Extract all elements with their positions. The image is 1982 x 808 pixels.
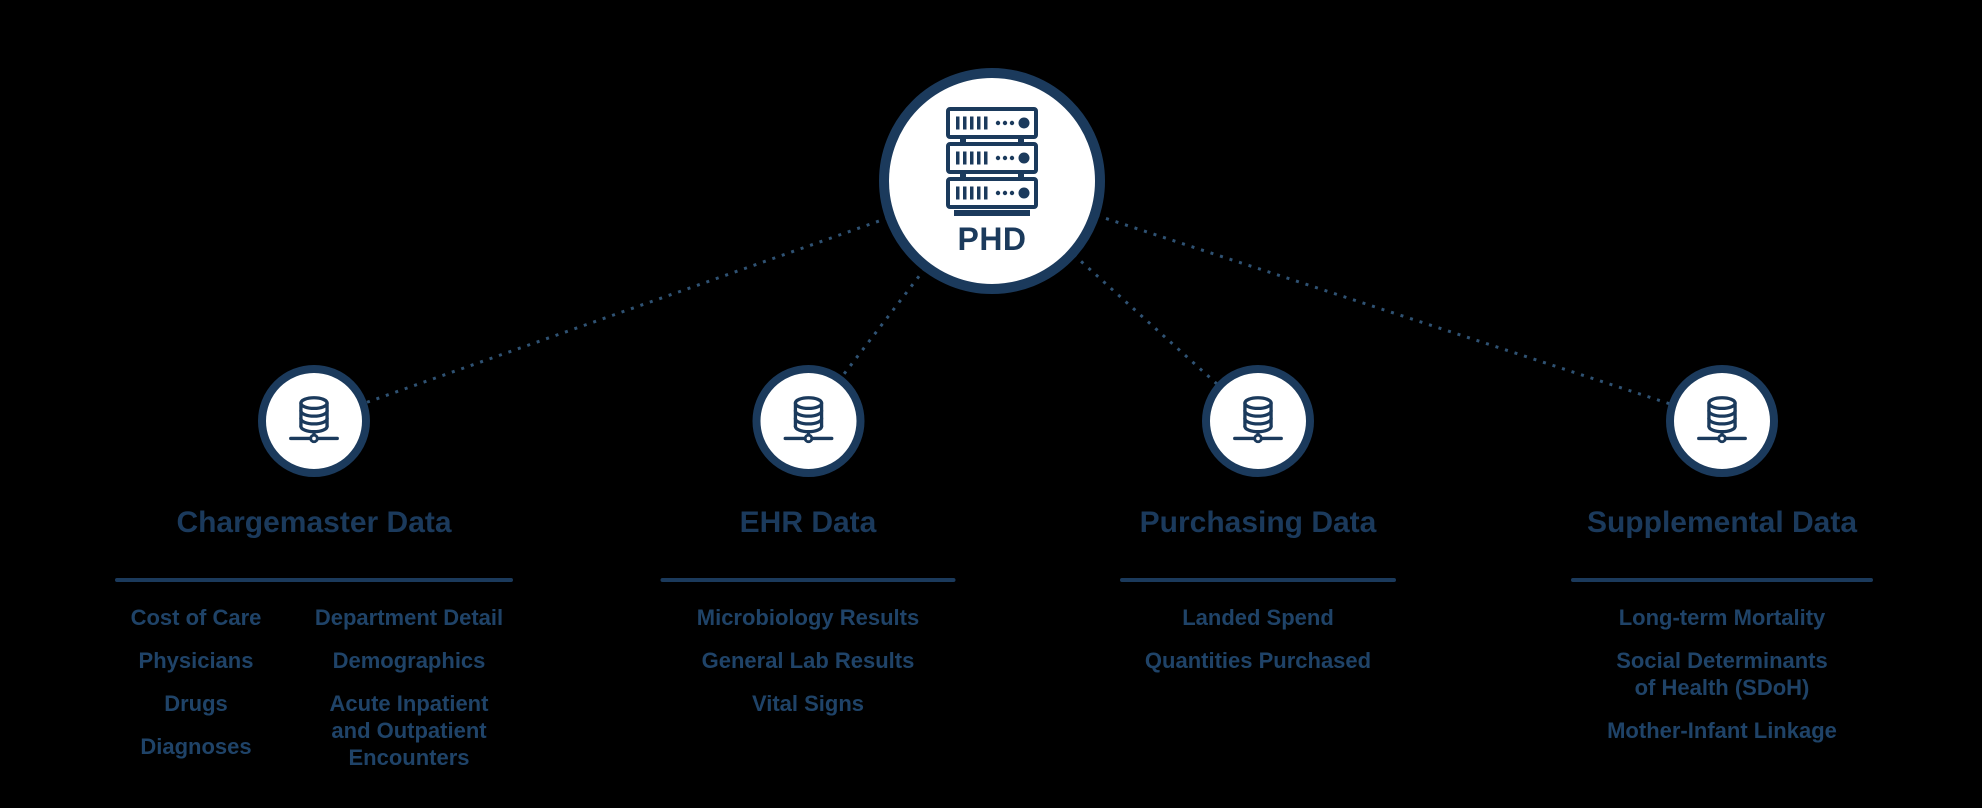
title-underline — [660, 577, 956, 582]
database-icon — [1233, 396, 1283, 444]
root-node-label: PHD — [957, 220, 1027, 257]
category-title: Purchasing Data — [1139, 506, 1377, 539]
list-item: Vital Signs — [751, 690, 865, 716]
list-item: Microbiology Results — [696, 604, 920, 630]
ehr-node-circle — [752, 365, 864, 477]
list-item: General Lab Results — [701, 647, 915, 673]
purchasing-node-circle — [1202, 365, 1314, 477]
list-item: Acute Inpatient and Outpatient Encounter… — [329, 690, 489, 770]
list-item: Social Determinants of Health (SDoH) — [1616, 647, 1828, 700]
list-item: Mother-Infant Linkage — [1607, 717, 1837, 743]
list-item: Cost of Care — [130, 604, 262, 630]
database-icon — [289, 396, 339, 444]
category-supplemental-data: Supplemental Data Long-term Mortality So… — [1571, 365, 1873, 760]
list-item: Demographics — [332, 647, 486, 673]
ehr-item-list: Microbiology Results General Lab Results… — [697, 604, 919, 733]
chargemaster-node-circle — [258, 365, 370, 477]
category-purchasing-data: Purchasing Data Landed Spend Quantities … — [1120, 365, 1396, 690]
supplemental-item-list: Long-term Mortality Social Determinants … — [1607, 604, 1837, 760]
connector-line-supplemental — [991, 179, 1723, 423]
list-item: Landed Spend — [1182, 604, 1334, 630]
category-chargemaster-data: Chargemaster Data Cost of Care Physician… — [101, 365, 527, 787]
category-title: EHR Data — [739, 506, 877, 539]
title-underline — [1120, 577, 1396, 582]
category-title: Supplemental Data — [1586, 506, 1858, 539]
category-title: Chargemaster Data — [176, 506, 452, 539]
list-item: Department Detail — [314, 604, 504, 630]
list-item: Drugs — [164, 690, 228, 716]
database-icon — [783, 396, 833, 444]
server-stack-icon — [946, 106, 1038, 216]
title-underline — [1571, 577, 1873, 582]
list-item: Diagnoses — [140, 733, 252, 759]
list-item: Long-term Mortality — [1618, 604, 1826, 630]
chargemaster-left-column: Cost of Care Physicians Drugs Diagnoses — [101, 604, 291, 776]
title-underline — [115, 577, 513, 582]
category-ehr-data: EHR Data Microbiology Results General La… — [660, 365, 956, 733]
phd-root-node: PHD — [879, 68, 1105, 294]
list-item: Quantities Purchased — [1144, 647, 1372, 673]
database-icon — [1697, 396, 1747, 444]
supplemental-node-circle — [1666, 365, 1778, 477]
purchasing-item-list: Landed Spend Quantities Purchased — [1145, 604, 1371, 690]
chargemaster-right-column: Department Detail Demographics Acute Inp… — [291, 604, 527, 787]
list-item: Physicians — [138, 647, 254, 673]
chargemaster-item-columns: Cost of Care Physicians Drugs Diagnoses … — [101, 604, 527, 787]
